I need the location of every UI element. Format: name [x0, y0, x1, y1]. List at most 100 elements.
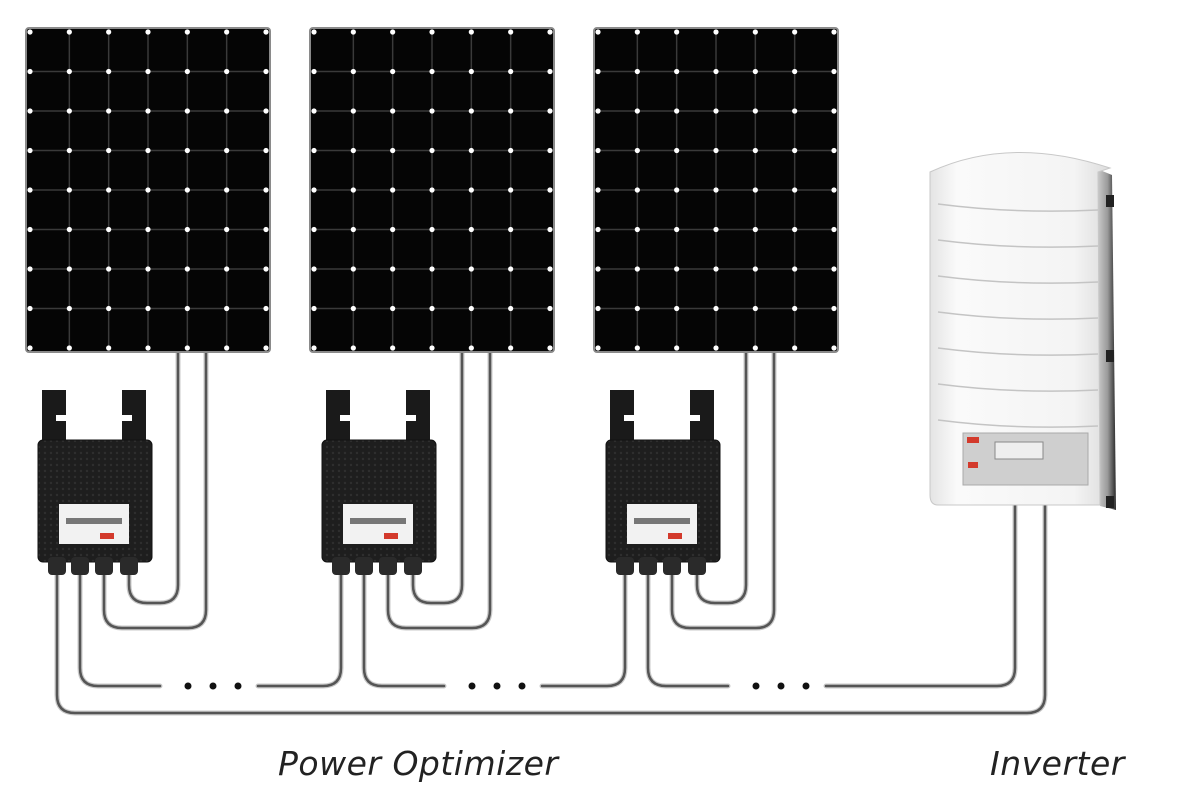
- cell-junction: [508, 29, 514, 35]
- cell-junction: [263, 345, 269, 351]
- power-optimizers: [37, 390, 721, 575]
- cell-junction: [674, 345, 680, 351]
- power-optimizer: [321, 390, 437, 575]
- cell-junction: [713, 68, 719, 75]
- cell-junction: [752, 187, 758, 193]
- cell-junction: [263, 147, 269, 154]
- cell-junction: [390, 68, 396, 75]
- cell-junction: [468, 226, 474, 233]
- cable-gland: [95, 557, 113, 575]
- cell-junction: [429, 266, 435, 272]
- cell-junction: [752, 29, 758, 35]
- cell-junction: [831, 108, 837, 114]
- cable-gland: [379, 557, 397, 575]
- cell-junction: [792, 226, 798, 233]
- cell-junction: [263, 29, 269, 35]
- cell-junction: [106, 68, 112, 75]
- panel-wire: [386, 350, 492, 630]
- cell-junction: [831, 266, 837, 272]
- cell-junction: [429, 108, 435, 114]
- cell-junction: [224, 68, 230, 75]
- cell-junction: [547, 266, 553, 272]
- cable-gland: [48, 557, 66, 575]
- cell-junction: [27, 108, 33, 114]
- cell-junction: [27, 305, 33, 312]
- cell-junction: [547, 187, 553, 193]
- cell-junction: [263, 108, 269, 114]
- cell-junction: [311, 345, 317, 351]
- cell-junction: [468, 29, 474, 35]
- cell-junction: [145, 305, 151, 312]
- cell-junction: [547, 68, 553, 75]
- panel-wire: [127, 350, 180, 605]
- cell-junction: [831, 226, 837, 233]
- cell-junction: [508, 266, 514, 272]
- solar-panel: [593, 27, 839, 353]
- cell-junction: [792, 68, 798, 75]
- cell-junction: [106, 29, 112, 35]
- cell-junction: [184, 226, 190, 233]
- cell-junction: [674, 147, 680, 154]
- panel-wire: [670, 350, 776, 630]
- cell-junction: [184, 266, 190, 272]
- return-wire: [55, 503, 1047, 715]
- cell-junction: [311, 226, 317, 233]
- cell-junction: [831, 345, 837, 351]
- cell-junction: [634, 29, 640, 35]
- string-wire: [78, 573, 162, 688]
- continuation-dot: [209, 682, 217, 690]
- cell-junction: [508, 147, 514, 154]
- solar-panel: [25, 27, 271, 353]
- cell-junction: [508, 305, 514, 312]
- cell-junction: [106, 305, 112, 312]
- cell-junction: [27, 226, 33, 233]
- cell-junction: [184, 187, 190, 193]
- brand-logo-icon: [967, 437, 979, 443]
- cell-junction: [429, 29, 435, 35]
- cell-junction: [792, 147, 798, 154]
- cell-junction: [547, 345, 553, 351]
- cell-junction: [145, 68, 151, 75]
- cell-junction: [595, 345, 601, 351]
- cell-junction: [184, 345, 190, 351]
- cell-junction: [508, 226, 514, 233]
- cell-junction: [145, 29, 151, 35]
- cell-junction: [595, 226, 601, 233]
- cell-junction: [634, 266, 640, 272]
- string-wire: [824, 503, 1017, 688]
- cell-junction: [390, 147, 396, 154]
- casing-seam: [937, 419, 1099, 428]
- string-wire: [646, 573, 730, 688]
- cell-junction: [674, 108, 680, 114]
- casing-seam: [937, 347, 1099, 356]
- cell-junction: [27, 147, 33, 154]
- cell-junction: [752, 108, 758, 114]
- cell-junction: [674, 266, 680, 272]
- cell-junction: [66, 29, 72, 35]
- cell-junction: [713, 108, 719, 114]
- cell-junction: [674, 226, 680, 233]
- cell-junction: [792, 108, 798, 114]
- cell-junction: [634, 305, 640, 312]
- cell-junction: [184, 108, 190, 114]
- continuation-dot: [777, 682, 785, 690]
- cell-junction: [263, 187, 269, 193]
- continuation-dot: [234, 682, 242, 690]
- cell-junction: [145, 147, 151, 154]
- mounting-bracket: [326, 390, 430, 445]
- cell-junction: [350, 345, 356, 351]
- cell-junction: [390, 187, 396, 193]
- cell-junction: [468, 266, 474, 272]
- cell-junction: [263, 305, 269, 312]
- cell-junction: [350, 29, 356, 35]
- cell-junction: [390, 226, 396, 233]
- cell-junction: [429, 226, 435, 233]
- cell-junction: [311, 187, 317, 193]
- cell-junction: [224, 266, 230, 272]
- cell-junction: [595, 305, 601, 312]
- inverter-label: Inverter: [990, 744, 1125, 783]
- cell-junction: [713, 147, 719, 154]
- cell-junction: [145, 345, 151, 351]
- cell-junction: [468, 147, 474, 154]
